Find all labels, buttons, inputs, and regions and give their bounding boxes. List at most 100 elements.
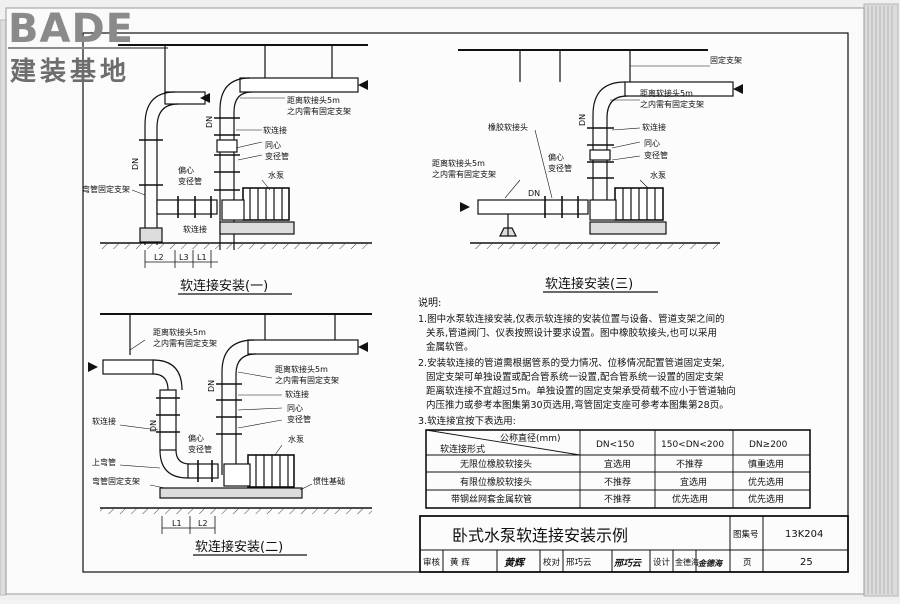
top-pipe-right <box>247 339 359 355</box>
selection-table: 公称直径(mm) 软连接形式 DN<150 150<DN<200 DN≥200 … <box>425 429 811 509</box>
f3-eccentric-a: 偏心 <box>548 152 564 162</box>
f2-flex: 软连接 <box>285 389 309 399</box>
down-pipe <box>159 389 177 451</box>
review-label: 审核 <box>423 557 441 568</box>
f2-concentric-b: 变径管 <box>287 414 311 424</box>
f2-eccentric-a: 偏心 <box>188 433 204 443</box>
design-label: 设计 <box>653 557 671 568</box>
designer-name: 金德海 <box>675 557 699 567</box>
f1-l1: L1 <box>197 253 207 262</box>
f3-concentric-a: 同心 <box>644 139 660 148</box>
f1-eccentric-b: 变径管 <box>178 176 202 186</box>
f1-flex-lower: 软连接 <box>183 224 207 234</box>
reviewer-signature: 黄辉 <box>504 557 526 569</box>
f3-note-a: 距离软接头5m <box>640 88 693 98</box>
f2-eccentric-b: 变径管 <box>188 444 212 454</box>
f1-eccentric-a: 偏心 <box>178 165 194 175</box>
top-pipe-right <box>239 77 359 93</box>
f3-dn-b: DN <box>578 114 587 126</box>
book-right-edge <box>863 3 899 597</box>
f3-flex: 软连接 <box>642 122 666 132</box>
figure-2-labels: 距离软接头5m 之内需有固定支架 距离软接头5m 之内需有固定支架 软连接 同心… <box>92 327 345 555</box>
f2-concentric-a: 同心 <box>287 404 303 413</box>
table-col-2: DN≥200 <box>749 440 788 450</box>
checker-signature: 邢巧云 <box>613 558 642 569</box>
f2-l1: L1 <box>172 519 182 528</box>
table-cell: 不推荐 <box>604 493 631 505</box>
table-row-name: 有限位橡胶软接头 <box>460 476 532 488</box>
table-cell: 优先选用 <box>748 493 784 505</box>
table-row-name: 带钢丝网套金属软管 <box>451 493 532 505</box>
page-label: 页 <box>743 558 752 568</box>
table-cell: 不推荐 <box>676 458 703 470</box>
designer-signature: 金德海 <box>698 558 724 568</box>
table-cell: 慎重选用 <box>748 458 784 470</box>
f1-pump: 水泵 <box>268 170 284 180</box>
f3-title: 软连接安装(三) <box>545 276 633 292</box>
support-stand <box>499 214 517 237</box>
pump-base <box>219 221 295 235</box>
figure-3-labels: 固定支架 距离软接头5m 之内需有固定支架 橡胶软接头 软连接 同心 变径管 偏… <box>432 55 742 292</box>
note-line: 固定支架可单独设置或配合管系统一设置,配合管系统一设置的固定支架 <box>426 371 724 383</box>
table-cell: 优先选用 <box>672 493 708 505</box>
table-cell: 宜选用 <box>604 458 631 470</box>
atlas-number: 13K204 <box>785 529 823 540</box>
f3-note-b: 之内需有固定支架 <box>640 99 704 109</box>
f2-dn-a: DN <box>149 420 158 432</box>
figure-3 <box>458 49 743 249</box>
f2-l2: L2 <box>198 519 208 528</box>
table-col-1: 150<DN<200 <box>661 440 724 450</box>
suction-pipe <box>477 199 589 215</box>
note-line: 距离软连接不宜超过5m。单独设置的固定支架承受荷载不应小于管道轴向 <box>426 385 736 397</box>
title-block: 卧式水泵软连接安装示例 图集号 13K204 审核 黄 辉 黄辉 校对 邢巧云 … <box>419 515 849 573</box>
figure-2 <box>88 313 372 534</box>
table-row-name: 无限位橡胶软接头 <box>460 458 532 470</box>
suction-pipe <box>102 359 154 375</box>
suction-elbow <box>144 91 179 245</box>
f2-flex-left: 软连接 <box>92 416 116 426</box>
f2-inertia-base: 惯性基础 <box>313 476 345 486</box>
table-header-dn: 公称直径(mm) <box>500 432 561 444</box>
f3-concentric-b: 变径管 <box>644 150 668 160</box>
table-cell: 不推荐 <box>604 476 631 488</box>
f1-note-a: 距离软接头5m <box>287 95 340 105</box>
table-cell: 宜选用 <box>680 476 707 488</box>
f2-elbow-support: 弯管固定支架 <box>92 476 140 486</box>
f2-note-a: 距离软接头5m <box>153 327 206 337</box>
f3-fixed-support: 固定支架 <box>710 55 742 65</box>
riser-elbow <box>221 339 257 475</box>
f1-concentric-b: 变径管 <box>265 151 289 161</box>
f1-l3: L3 <box>179 253 189 262</box>
note-line: 内压推力或参考本图集第30页选用,弯管固定支座可参考本图集第28页。 <box>426 399 729 411</box>
note-line: 2.安装软连接的管道需根据管系的受力情况、位移情况配置管道固定支架, <box>418 357 725 369</box>
f2-note-b: 之内需有固定支架 <box>153 338 217 348</box>
f3-pump: 水泵 <box>650 170 666 180</box>
f2-note2-b: 之内需有固定支架 <box>275 375 339 385</box>
f1-elbow-support: 弯管固定支架 <box>82 184 130 194</box>
f3-note2-b: 之内需有固定支架 <box>432 169 496 179</box>
f3-dn-a: DN <box>528 189 540 198</box>
inertia-base <box>159 487 303 499</box>
pump-base <box>589 221 667 235</box>
f3-rubber-joint: 橡胶软接头 <box>488 122 528 132</box>
logo-subtitle: 建装基地 <box>10 57 130 87</box>
pump-motor <box>247 454 295 488</box>
figure-1 <box>100 44 372 268</box>
f1-note-b: 之内需有固定支架 <box>287 106 351 116</box>
page-number: 25 <box>800 557 813 568</box>
f2-note2-a: 距离软接头5m <box>275 364 328 374</box>
f1-dn-b: DN <box>205 116 214 128</box>
drawing-title: 卧式水泵软连接安装示例 <box>452 526 628 545</box>
table-col-0: DN<150 <box>596 440 635 450</box>
drawing-frame <box>82 32 849 573</box>
table-header-type: 软连接形式 <box>440 443 485 455</box>
riser-elbow <box>219 77 253 250</box>
f2-pump: 水泵 <box>288 434 304 444</box>
logo: BADE 建装基地 <box>8 6 168 87</box>
note-line: 关系,管道阀门、仪表按照设计要求设置。图中橡胶软接头,也可以采用 <box>426 327 717 339</box>
f2-dn-b: DN <box>207 380 216 392</box>
logo-brand: BADE <box>8 6 134 52</box>
top-pipe-left <box>164 91 206 105</box>
f1-l2: L2 <box>154 253 164 262</box>
